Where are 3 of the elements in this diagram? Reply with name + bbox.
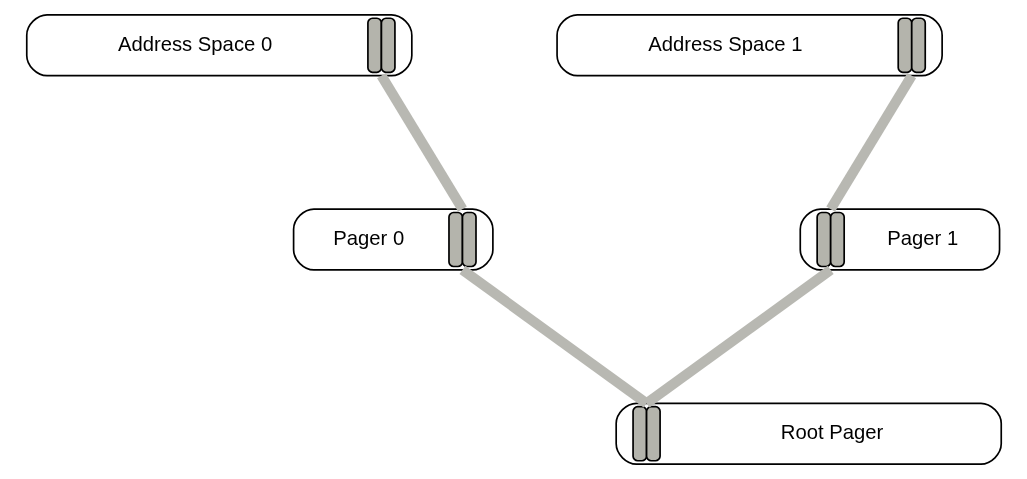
connector: [643, 265, 834, 408]
connector: [825, 73, 916, 212]
connector: [376, 73, 467, 212]
